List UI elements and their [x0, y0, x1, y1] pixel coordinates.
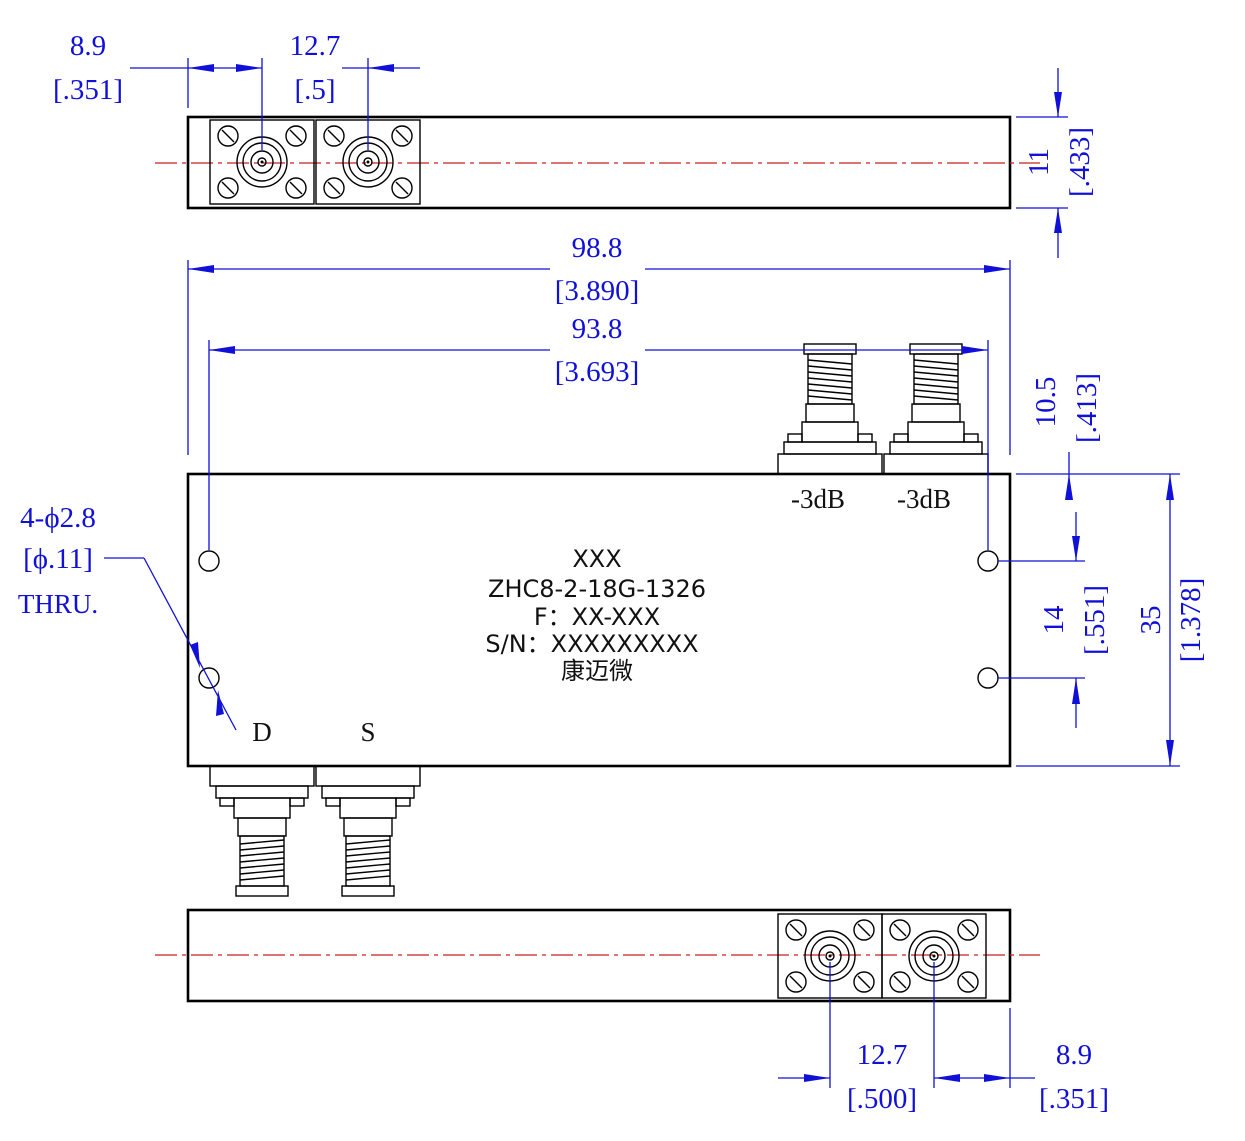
plate-line-3: F：XX-XXX — [534, 603, 660, 631]
top-dim-pitch-inch: [.5] — [294, 74, 335, 106]
mounting-hole-bl — [198, 667, 220, 689]
output-connector-1-icon — [777, 343, 883, 475]
hole-callout-inch: [ϕ.11] — [23, 543, 93, 575]
dim-overall-width-inch: [1.378] — [1175, 578, 1207, 663]
plate-line-2: ZHC8-2-18G-1326 — [488, 575, 706, 603]
plate-line-4: S/N：XXXXXXXXX — [485, 630, 698, 658]
dim-hole-vertical-inch: [.551] — [1079, 585, 1111, 655]
bottom-dim-offset-mm: 8.9 — [1056, 1039, 1092, 1071]
port-label-s: S — [360, 717, 375, 747]
hole-callout-dia: 4-ϕ2.8 — [20, 502, 96, 534]
output-connector-2-icon — [883, 343, 989, 475]
hole-callout-thru: THRU. — [18, 589, 98, 619]
dim-connector-height-mm: 10.5 — [1030, 377, 1062, 428]
top-dim-offset-mm: 8.9 — [70, 30, 106, 62]
dim-overall-length-mm: 98.8 — [572, 232, 623, 264]
dim-connector-height-inch: [.413] — [1071, 373, 1103, 443]
input-connector-s-icon — [315, 765, 421, 897]
top-dim-height-mm: 11 — [1023, 148, 1055, 176]
top-view: 8.9 [.351] 12.7 [.5] 11 [.433] — [53, 30, 1096, 258]
dim-overall-length-inch: [3.890] — [555, 275, 640, 307]
dim-hole-vertical-mm: 14 — [1038, 605, 1070, 635]
dim-overall-width-mm: 35 — [1135, 606, 1167, 635]
bottom-dim-offset-inch: [.351] — [1039, 1083, 1109, 1115]
plate-line-5: 康迈微 — [561, 657, 633, 685]
plate-line-1: XXX — [572, 545, 621, 573]
mounting-hole-tl — [198, 550, 220, 572]
front-view-body — [186, 472, 1012, 768]
bottom-view: 12.7 [.500] 8.9 [.351] — [155, 908, 1109, 1115]
top-dim-height-inch: [.433] — [1064, 127, 1096, 197]
input-connector-d-icon — [209, 765, 315, 897]
bottom-dim-pitch-inch: [.500] — [847, 1083, 917, 1115]
front-view: -3dB -3dB D S XXX ZHC8-2-18G-1326 F：XX-X… — [18, 232, 1207, 897]
dim-hole-spacing-mm: 93.8 — [572, 313, 623, 345]
port-label-d: D — [252, 717, 272, 747]
bottom-dim-pitch-mm: 12.7 — [857, 1039, 908, 1071]
dim-hole-spacing-inch: [3.693] — [555, 356, 640, 388]
port-label-out1: -3dB — [791, 484, 845, 514]
port-label-out2: -3dB — [897, 484, 951, 514]
top-dim-offset-inch: [.351] — [53, 74, 123, 106]
top-dim-pitch-mm: 12.7 — [290, 30, 341, 62]
